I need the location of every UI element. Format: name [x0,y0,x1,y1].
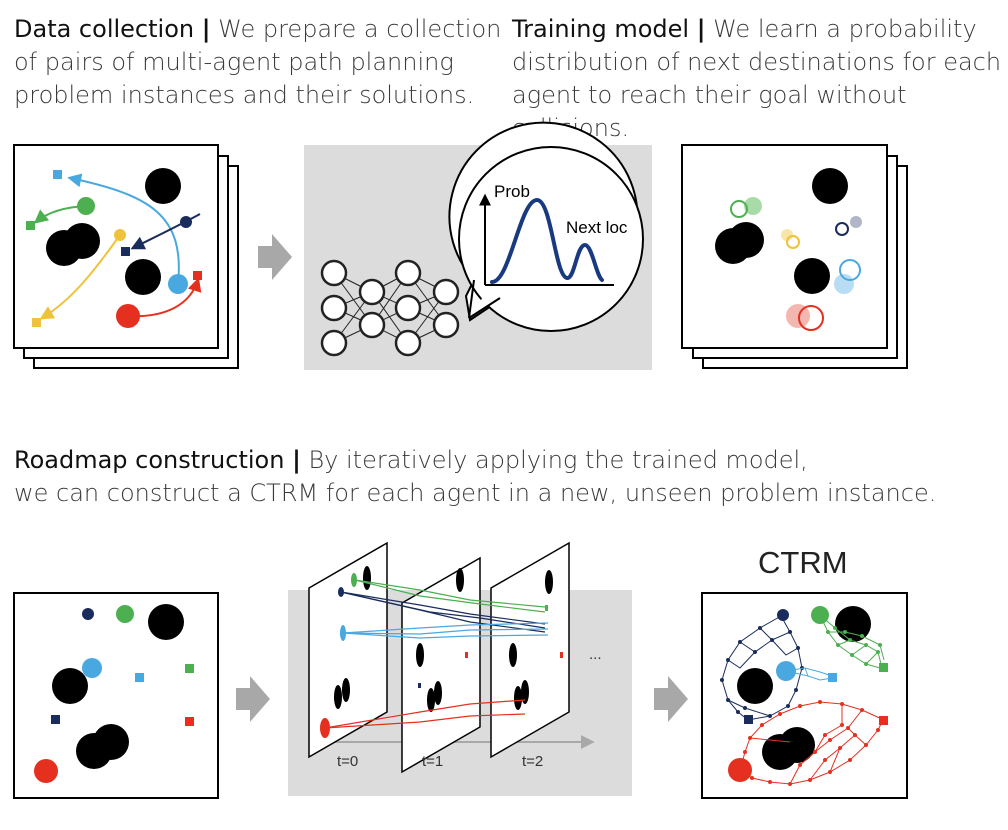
obstacle [125,259,161,295]
obstacle [64,223,100,259]
obstacle [779,727,815,763]
goal [32,318,41,327]
obstacle [93,724,129,760]
caption-line: we can construct a CTRM for each agent i… [14,479,937,507]
data-collection-caption: Data collection | We prepare a collectio… [14,13,501,112]
ctrm-nodes [743,700,880,786]
ctrm-nodes [720,626,804,718]
ellipsis-label: ... [589,646,602,663]
ctrm-nodes [826,626,882,666]
obstacle [812,168,848,204]
obstacle [728,222,764,258]
caption-line: By iteratively applying the trained mode… [308,446,808,474]
iteration-panel: t=0 t=1 t=2 ... [288,541,632,796]
caption-heading: Training model [512,15,690,43]
goal [185,664,194,673]
predicted-location [798,305,824,331]
obstacle [52,668,88,704]
agent [777,609,789,621]
caption-line: We learn a probability [713,15,977,43]
caption-line: distribution of next destinations for ea… [512,48,1002,76]
agent-path [67,173,180,285]
agent [168,274,188,294]
time-slice [401,556,481,774]
goal [121,247,130,256]
time-slice [465,541,570,759]
flow-arrow [654,676,688,722]
caption-separator: | [696,15,706,43]
timestep-label: t=1 [422,753,443,770]
goal [185,717,194,726]
predicted-location [835,222,849,236]
agent-start [340,625,346,641]
caption-heading: Data collection [14,15,195,43]
predicted-location [730,200,748,218]
caption-line: problem instances and their solutions. [14,81,475,109]
agent [728,758,752,782]
obstacle [737,668,773,704]
obstacle [148,604,184,640]
ctrm-title: CTRM [758,545,848,580]
agent [116,605,134,623]
goal [51,715,60,724]
obstacle [794,258,830,294]
caption-line: of pairs of multi-agent path planning [14,48,454,76]
agent [114,229,126,241]
model-panel: Prob Next loc [304,121,652,370]
sampled-trajectories [324,579,549,729]
agent [34,759,58,783]
agent-path [130,213,201,250]
predicted-location [786,304,810,328]
predicted-location [850,216,862,228]
goal [879,716,888,725]
agent [116,304,140,328]
agent [811,606,829,624]
goal [53,170,62,179]
obstacle [145,168,181,204]
caption-line: We prepare a collection [218,15,502,43]
goal [193,271,202,280]
timestep-label: t=0 [337,753,358,770]
roadmap-construction-caption: Roadmap construction | By iteratively ap… [14,444,936,510]
agent [776,661,796,681]
agent [180,216,192,228]
agent [82,658,102,678]
caption-separator: | [292,446,301,474]
goal [828,673,837,682]
goal [744,715,753,724]
ctrm-panel [701,592,908,799]
prediction-panel [681,144,888,349]
predicted-location [786,235,800,249]
prediction-stack [681,144,908,369]
caption-separator: | [201,15,211,43]
predicted-location [839,259,861,281]
obstacle [835,606,871,642]
timestep-label: t=2 [522,753,543,770]
dataset-stack [13,144,239,369]
agent-start [351,573,357,587]
ctrm-roadmap [721,615,803,721]
ctrm-roadmap [739,701,885,785]
agent-path [39,234,121,320]
predicted-location [781,229,793,241]
goal [135,673,144,682]
goal [879,663,888,672]
flow-arrow [258,234,292,280]
agent-start [338,587,344,597]
goal [26,221,35,230]
agent-start [320,718,330,738]
agent [82,608,94,620]
predicted-location [744,197,762,215]
flow-arrow [236,676,270,722]
network-nodes [320,259,460,357]
distribution-curve [490,197,604,284]
agent [77,197,95,215]
new-instance-panel [13,592,219,799]
bubble-y-label: Prob [494,182,530,201]
caption-heading: Roadmap construction [14,446,285,474]
bubble-x-label: Next loc [566,218,628,237]
training-model-caption: Training model | We learn a probability … [512,13,1008,145]
